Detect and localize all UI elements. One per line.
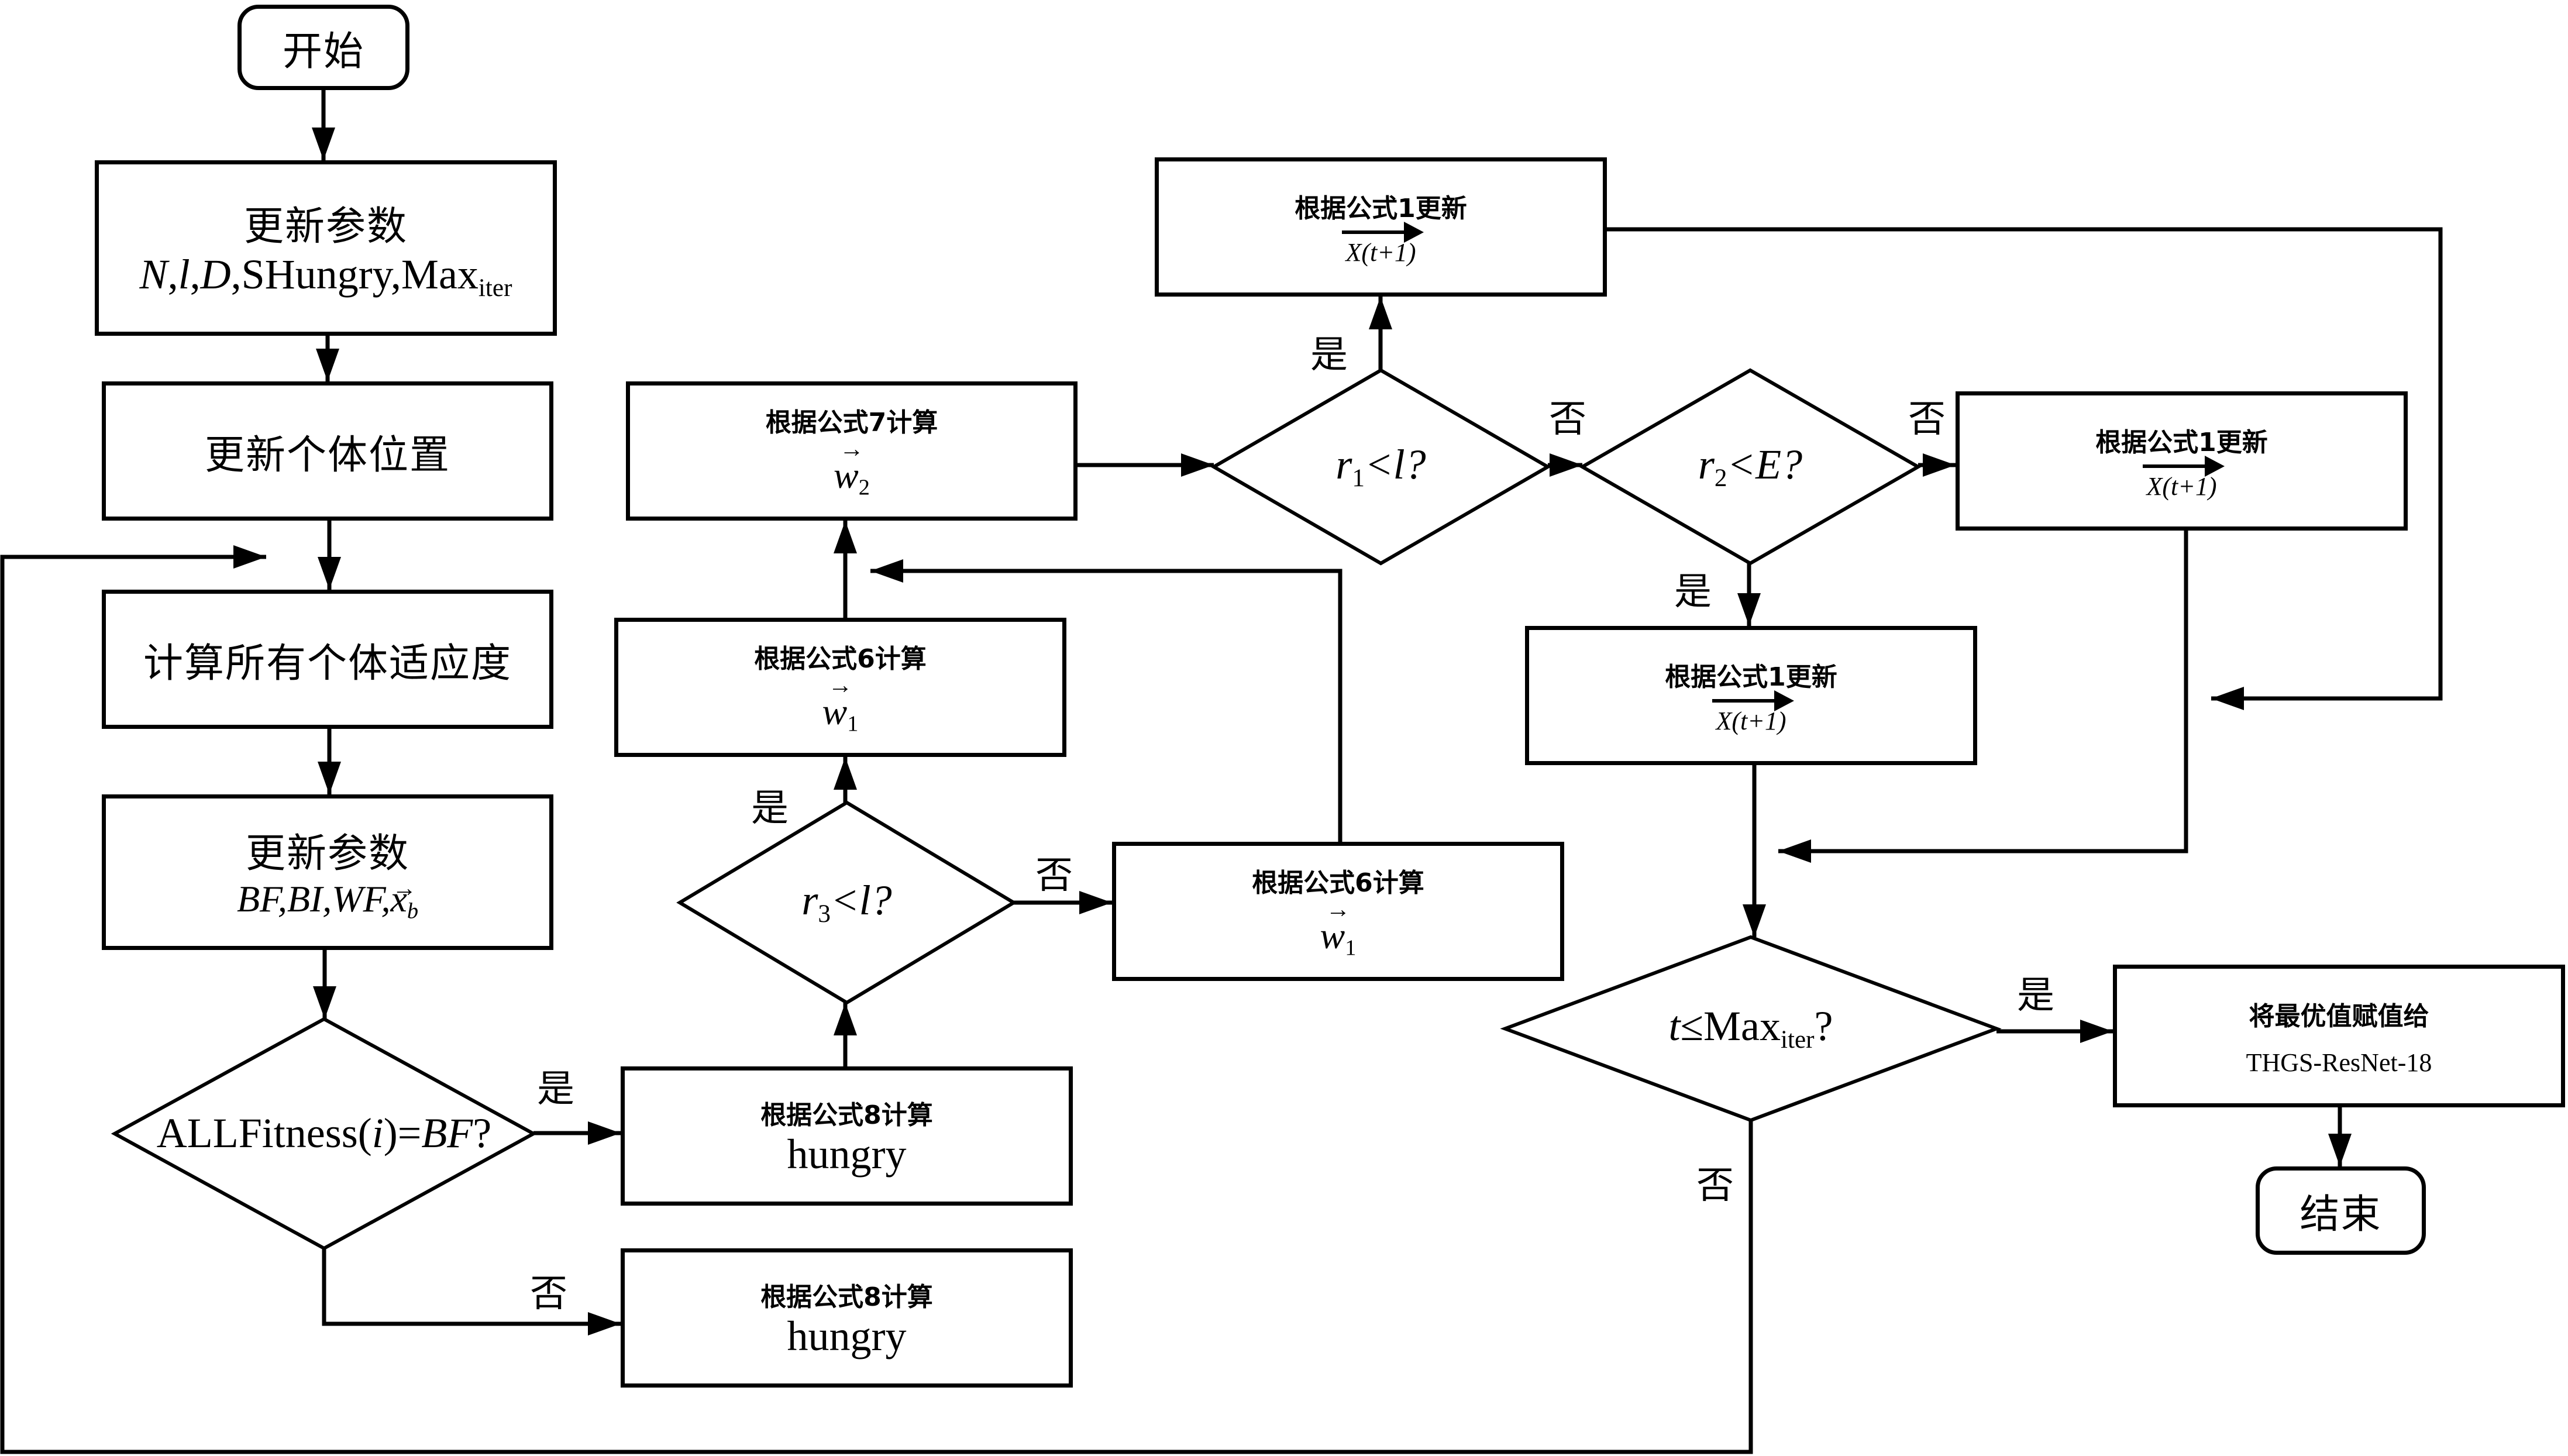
decision-r2-diamond <box>1578 368 1922 566</box>
vector-arrow-icon <box>1341 221 1424 243</box>
decision-r1-label: r1<l? <box>1335 440 1426 492</box>
decision-r1-diamond <box>1210 368 1551 566</box>
hungry-yes-title: 根据公式8计算 <box>760 1100 933 1131</box>
assign-best-value: THGS-ResNet-18 <box>2246 1048 2432 1077</box>
arrowhead-icon <box>834 1003 857 1035</box>
arrowhead-icon <box>1550 453 1582 477</box>
label-no-fitness: 否 <box>530 1272 567 1316</box>
arrowhead-icon <box>1778 839 1811 863</box>
update-x-top-vector: X(t+1) <box>1341 221 1424 267</box>
label-yes-r3: 是 <box>751 787 789 830</box>
update-params-title-2: 更新参数 <box>245 831 409 877</box>
compute-fitness-label: 计算所有个体适应度 <box>143 640 512 687</box>
label-no-iter: 否 <box>1696 1164 1734 1207</box>
decision-r3-diamond <box>676 800 1017 1005</box>
arrowhead-icon <box>318 557 341 590</box>
decision-r2-label: r2<E? <box>1698 440 1803 492</box>
edge-right-update-return <box>1778 531 2188 853</box>
update-x-right-vector: X(t+1) <box>2142 455 2225 501</box>
vector-arrow-icon <box>2142 455 2225 477</box>
arrowhead-icon <box>1737 593 1761 626</box>
arrowhead-icon <box>1369 297 1392 329</box>
label-yes-iter: 是 <box>2017 974 2054 1017</box>
w1-right-box: 根据公式6计算 w1 <box>1112 842 1564 981</box>
update-params-title-1: 更新参数 <box>243 204 408 250</box>
arrowhead-icon <box>318 762 341 794</box>
update-x-right-box: 根据公式1更新 X(t+1) <box>1956 391 2408 531</box>
w1-left-vector: w1 <box>822 675 859 737</box>
update-x-right-title: 根据公式1更新 <box>2095 427 2268 457</box>
hungry-no-box: 根据公式8计算 hungry <box>621 1248 1073 1388</box>
compute-fitness-box: 计算所有个体适应度 <box>102 590 553 729</box>
arrowhead-icon <box>2080 1020 2113 1043</box>
arrowhead-icon <box>1923 453 1956 477</box>
update-x-top-box: 根据公式1更新 X(t+1) <box>1155 157 1607 297</box>
decision-iter-label: t≤Maxiter? <box>1668 1003 1833 1054</box>
edge-iter-no-loop <box>0 555 1753 1454</box>
assign-best-title: 将最优值赋值给 <box>2249 1001 2429 1031</box>
hungry-yes-box: 根据公式8计算 hungry <box>621 1066 1073 1206</box>
end-terminal: 结束 <box>2256 1166 2426 1255</box>
decision-fitness-diamond <box>111 1017 538 1251</box>
w1-right-vector: w1 <box>1320 899 1357 961</box>
update-x-lower-vector: X(t+1) <box>1712 690 1794 736</box>
update-positions-box: 更新个体位置 <box>102 381 553 521</box>
arrowhead-icon <box>870 559 903 583</box>
edge-w1right-to-merge <box>870 569 1342 842</box>
label-no-r3: 否 <box>1035 854 1073 897</box>
arrowhead-icon <box>588 1121 621 1145</box>
hungry-no-title: 根据公式8计算 <box>760 1282 933 1313</box>
update-params-box-2: 更新参数 BF,BI,WF,xb <box>102 794 553 950</box>
w1-right-title: 根据公式6计算 <box>1252 868 1424 899</box>
label-yes-r1: 是 <box>1310 333 1348 377</box>
arrowhead-icon <box>834 521 857 553</box>
update-params-vars-2: BF,BI,WF,xb <box>237 878 418 924</box>
arrowhead-icon <box>588 1312 621 1335</box>
start-label: 开始 <box>282 28 364 75</box>
start-terminal: 开始 <box>237 5 409 90</box>
label-no-r1: 否 <box>1549 398 1586 441</box>
edge-fitness-no <box>322 1248 621 1326</box>
w2-title: 根据公式7计算 <box>765 408 938 438</box>
edge-top-update-return <box>1607 227 2443 701</box>
update-x-lower-box: 根据公式1更新 X(t+1) <box>1525 626 1977 765</box>
arrowhead-icon <box>312 128 335 160</box>
assign-best-box: 将最优值赋值给 THGS-ResNet-18 <box>2113 965 2565 1107</box>
end-label: 结束 <box>2300 1192 2382 1238</box>
w2-box: 根据公式7计算 w2 <box>626 381 1078 521</box>
update-params-box-1: 更新参数 N,l,D,SHungry,Maxiter <box>95 160 557 336</box>
arrowhead-icon <box>313 986 336 1019</box>
update-positions-label: 更新个体位置 <box>204 432 450 479</box>
update-x-lower-title: 根据公式1更新 <box>1665 662 1837 692</box>
label-yes-r2: 是 <box>1674 570 1712 614</box>
vector-arrow-icon <box>1712 690 1794 711</box>
arrowhead-icon <box>834 757 857 790</box>
label-yes-fitness: 是 <box>537 1068 574 1111</box>
w2-vector: w2 <box>834 439 870 501</box>
w1-left-box: 根据公式6计算 w1 <box>614 618 1066 757</box>
arrowhead-icon <box>316 349 339 381</box>
arrowhead-icon <box>1079 891 1112 914</box>
hungry-yes-value: hungry <box>787 1131 907 1178</box>
arrowhead-icon <box>2328 1134 2352 1166</box>
arrowhead-icon <box>1181 453 1214 477</box>
arrowhead-icon <box>233 545 266 569</box>
update-params-vars-1: N,l,D,SHungry,Maxiter <box>139 251 512 302</box>
label-no-r2: 否 <box>1908 398 1946 441</box>
update-x-top-title: 根据公式1更新 <box>1295 193 1467 223</box>
arrowhead-icon <box>2211 687 2244 710</box>
decision-iter-diamond <box>1500 935 2002 1123</box>
arrowhead-icon <box>1743 904 1766 937</box>
decision-r3-label: r3<l? <box>801 876 892 928</box>
decision-fitness-label: ALLFitness(i)=BF? <box>156 1110 492 1157</box>
hungry-no-value: hungry <box>787 1313 907 1360</box>
w1-left-title: 根据公式6计算 <box>754 644 927 674</box>
